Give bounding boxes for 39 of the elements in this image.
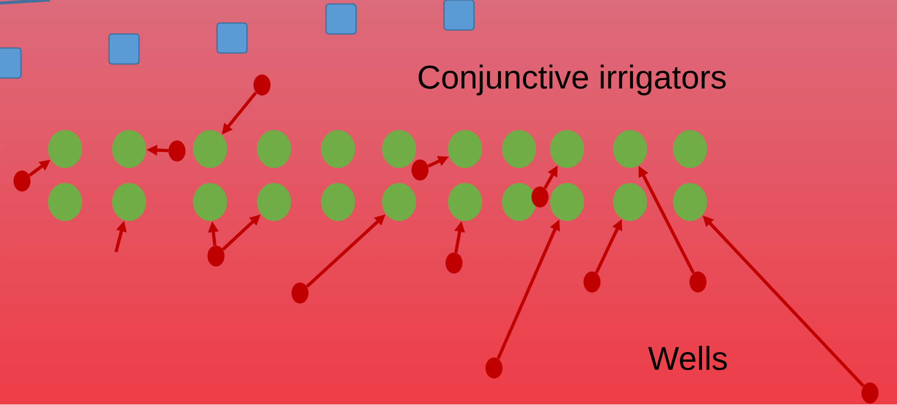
- well-dot: [486, 358, 502, 378]
- text-label: Conjunctive irrigators: [418, 64, 726, 96]
- irrigator-dot: [112, 183, 146, 221]
- irrigator-dot: [257, 183, 291, 221]
- irrigator-dot: [502, 130, 536, 168]
- well-dot: [208, 246, 224, 266]
- well-dot: [584, 272, 600, 292]
- irrigator-dot: [448, 183, 482, 221]
- irrigator-dot: [321, 183, 355, 221]
- irrigator-dot: [321, 130, 355, 168]
- square: [108, 33, 140, 65]
- irrigator-dot: [448, 130, 482, 168]
- irrigator-dot: [550, 183, 584, 221]
- irrigator-dot: [673, 183, 707, 221]
- irrigator-dot: [550, 130, 584, 168]
- irrigator-dot: [613, 130, 647, 168]
- well-dot: [446, 252, 462, 274]
- well-dot: [412, 160, 428, 180]
- irrigator-dot: [673, 130, 707, 168]
- irrigator-dot: [382, 130, 416, 168]
- well-dot: [14, 170, 30, 192]
- well-dot: [862, 382, 878, 404]
- well-dot: [690, 272, 706, 292]
- well-dot: [168, 140, 186, 162]
- square: [216, 22, 248, 54]
- irrigator-dot: [48, 130, 82, 168]
- well-dot: [292, 282, 308, 304]
- irrigator-dot: [257, 130, 291, 168]
- well-dot: [254, 74, 270, 96]
- irrigator-dot: [112, 130, 146, 168]
- irrigator-dot: [382, 183, 416, 221]
- irrigator-dot: [193, 130, 227, 168]
- irrigator-dot: [613, 183, 647, 221]
- square: [325, 3, 357, 35]
- irrigator-dot: [502, 183, 536, 221]
- irrigator-dot: [48, 183, 82, 221]
- irrigator-dot: [193, 183, 227, 221]
- text-label: Wells: [648, 346, 727, 370]
- well-dot: [532, 186, 548, 208]
